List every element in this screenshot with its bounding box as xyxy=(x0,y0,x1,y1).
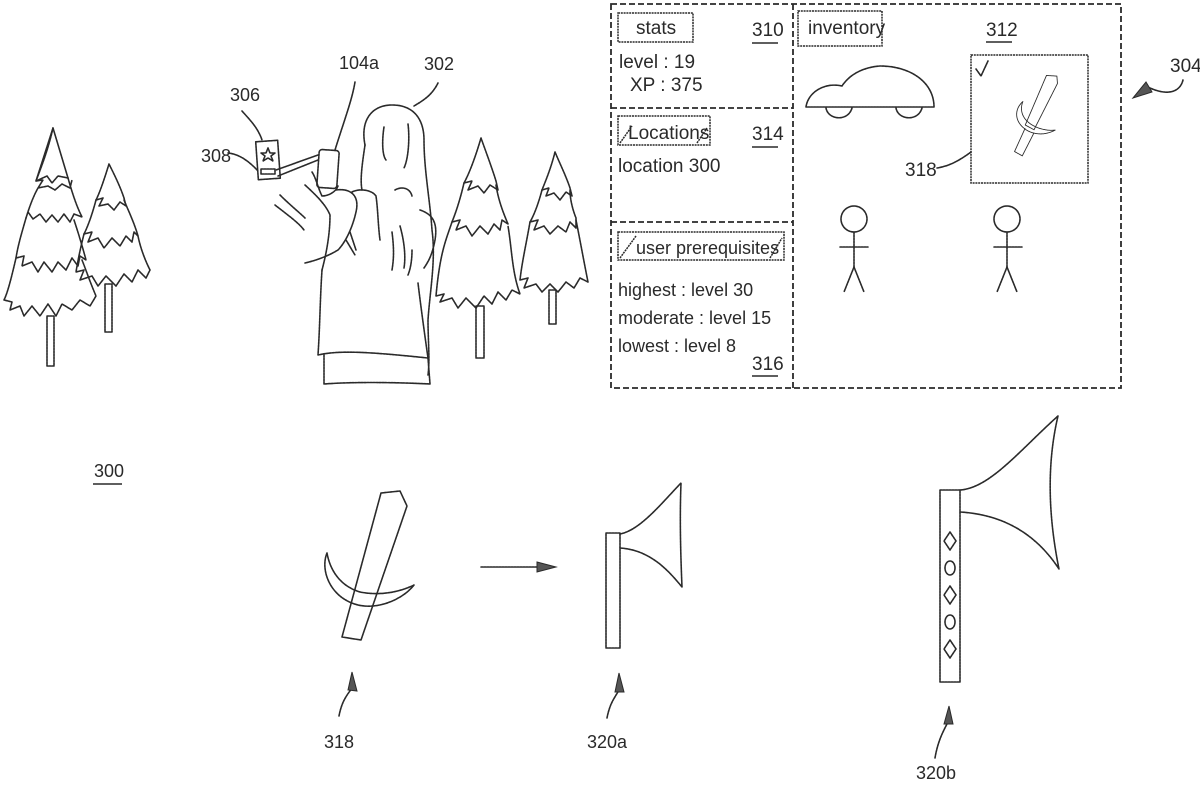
star-icon xyxy=(260,147,276,162)
leader-308 xyxy=(227,152,259,172)
ref-318-bottom-group: 318 xyxy=(324,671,358,752)
code-strip xyxy=(260,168,276,175)
tree-icon xyxy=(75,163,151,333)
sword-item-318 xyxy=(324,490,415,641)
user-figure xyxy=(274,104,437,385)
stats-header-box xyxy=(617,12,694,43)
mobile-device xyxy=(275,148,340,190)
stick-figure-icon[interactable] xyxy=(839,205,869,293)
diamond-gem-icon xyxy=(943,585,957,605)
locations-section: Locations 314 location 300 xyxy=(617,115,784,177)
ref-318-bottom: 318 xyxy=(324,732,354,752)
tree-icon xyxy=(435,137,521,359)
prereq-highest: highest : level 30 xyxy=(618,280,753,300)
inventory-header: inventory xyxy=(808,18,886,39)
marker-card xyxy=(254,139,282,181)
ref-300: 300 xyxy=(94,461,124,481)
stick-figure-icon[interactable] xyxy=(993,205,1023,293)
circle-gem-icon xyxy=(944,560,956,576)
stats-section: stats 310 level : 19 XP : 375 xyxy=(617,12,784,96)
sword-icon xyxy=(1014,75,1058,157)
ref-316: 316 xyxy=(752,354,784,375)
inventory-item-sword[interactable] xyxy=(970,54,1089,184)
ref-104a: 104a xyxy=(339,53,380,73)
ref-314: 314 xyxy=(752,124,784,145)
inventory-section: inventory 312 318 xyxy=(797,10,1089,293)
ref-312: 312 xyxy=(986,20,1018,41)
locations-header: Locations xyxy=(628,123,709,144)
circle-gem-icon xyxy=(944,614,956,630)
axe-item-320b xyxy=(939,415,1060,683)
tree-icon xyxy=(519,151,589,325)
ref-320b: 320b xyxy=(916,763,956,783)
leader-304 xyxy=(1149,79,1184,93)
ref-308: 308 xyxy=(201,146,231,166)
ref-320a: 320a xyxy=(587,732,628,752)
prereq-lowest: lowest : level 8 xyxy=(618,336,736,356)
gem-column xyxy=(943,531,957,659)
ref-302: 302 xyxy=(424,54,454,74)
leader-318 xyxy=(936,151,972,169)
ref-318: 318 xyxy=(905,160,937,181)
arrowhead-icon xyxy=(1131,81,1153,99)
leader-302 xyxy=(413,82,439,107)
ref-304: 304 xyxy=(1170,56,1200,77)
transform-arrow xyxy=(480,561,558,573)
ref-306: 306 xyxy=(230,85,260,105)
prerequisites-section: user prerequisites highest : level 30 mo… xyxy=(617,231,785,377)
prerequisites-header: user prerequisites xyxy=(636,238,779,258)
leader-104a xyxy=(334,81,356,151)
stats-header: stats xyxy=(636,18,676,39)
diamond-gem-icon xyxy=(943,531,957,551)
inventory-header-box xyxy=(797,10,883,47)
diamond-gem-icon xyxy=(943,639,957,659)
game-ui-panel xyxy=(610,3,1122,389)
xp-value: XP : 375 xyxy=(630,75,703,96)
tree-icon xyxy=(3,127,97,367)
ref-320a-group: 320a xyxy=(587,672,628,752)
level-value: level : 19 xyxy=(619,52,695,73)
prereq-moderate: moderate : level 15 xyxy=(618,308,771,328)
locations-header-box xyxy=(617,115,711,146)
location-value: location 300 xyxy=(618,156,720,177)
leader-306 xyxy=(241,110,263,141)
prerequisites-header-box xyxy=(617,231,785,261)
car-icon[interactable] xyxy=(805,65,935,119)
checkmark-icon xyxy=(975,60,989,77)
ref-320b-group: 320b xyxy=(916,705,956,783)
ref-310: 310 xyxy=(752,20,784,41)
axe-item-320a xyxy=(605,482,683,649)
